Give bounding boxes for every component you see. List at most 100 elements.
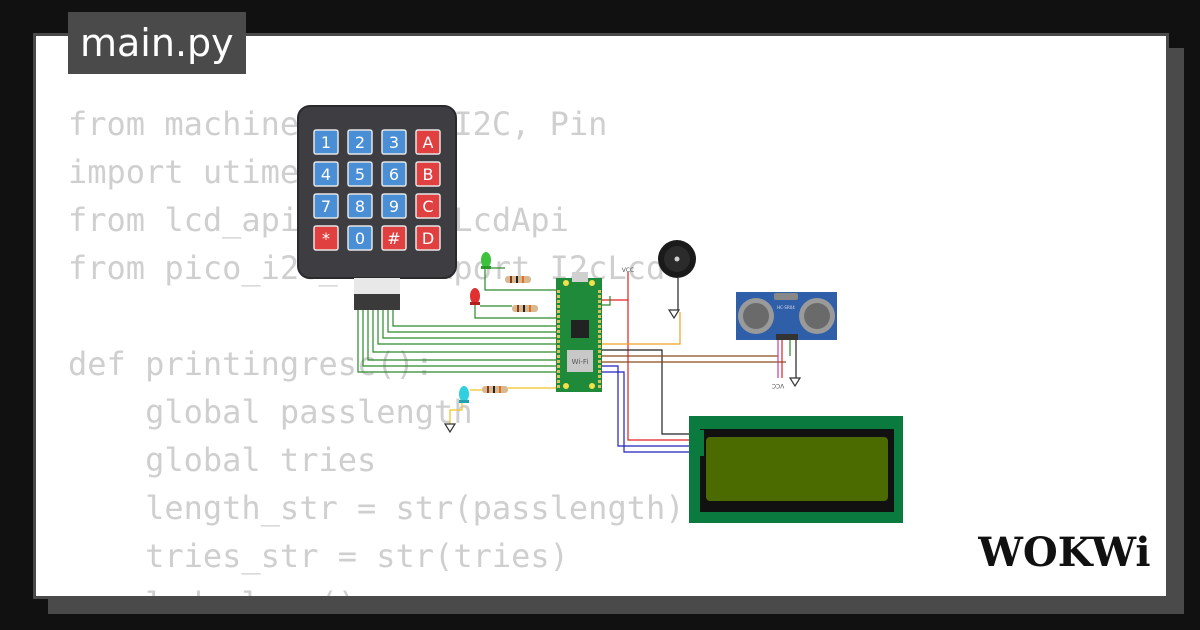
keypad-key-label: 6 (389, 165, 399, 184)
green-led (481, 252, 491, 269)
logo-text: WOKWi (978, 529, 1150, 574)
pin-pad (598, 350, 601, 353)
keypad-key-label: 5 (355, 165, 365, 184)
keypad-key-label: 9 (389, 197, 399, 216)
pin-pad (557, 310, 560, 313)
code-line: global passlength (68, 393, 473, 431)
pin-pad (598, 300, 601, 303)
resistor-3 (482, 386, 508, 393)
code-line: import utime (68, 153, 300, 191)
keypad-key-label: C (422, 197, 433, 216)
pin-pad (557, 315, 560, 318)
pin-pad (598, 305, 601, 308)
ground-symbol (443, 309, 802, 434)
code-line: global tries (68, 441, 377, 479)
keypad-key: A (415, 129, 441, 155)
pin-pad (598, 290, 601, 293)
keypad-key-label: 1 (321, 133, 331, 152)
keypad-key-label: * (322, 229, 330, 248)
resistor-2 (512, 305, 538, 312)
pin-pad (557, 325, 560, 328)
keypad-key: 9 (381, 193, 407, 219)
red-led (470, 288, 480, 305)
pin-pad (598, 375, 601, 378)
buzzer (658, 240, 696, 278)
vcc-label: VCC (622, 267, 634, 274)
keypad-key: 0 (347, 225, 373, 251)
lcd-display (689, 416, 903, 523)
pin-pad (598, 295, 601, 298)
pin-pad (598, 310, 601, 313)
membrane-keypad: 1 2 3 A 4 5 6 B 7 8 9 C * 0 # D (297, 105, 457, 310)
pin-pad (598, 370, 601, 373)
keypad-key-label: # (387, 229, 400, 248)
keypad-key-label: 7 (321, 197, 331, 216)
wifi-label: Wi-Fi (572, 358, 589, 366)
pin-pad (557, 350, 560, 353)
file-tab[interactable]: main.py (68, 12, 246, 74)
pin-pad (557, 320, 560, 323)
wokwi-logo[interactable]: WOKWi (978, 526, 1150, 574)
code-line: tries_str = str(tries) (68, 537, 569, 575)
vcc-label: VCC (772, 382, 784, 389)
pin-pad (557, 380, 560, 383)
keypad-key: 5 (347, 161, 373, 187)
pin-pad (598, 340, 601, 343)
resistor-1 (505, 276, 531, 283)
code-line: lcd.clear() (68, 580, 685, 596)
pin-pad (557, 385, 560, 388)
pin-pad (557, 295, 560, 298)
keypad-key-label: 3 (389, 133, 399, 152)
pin-pad (598, 355, 601, 358)
keypad-key: 8 (347, 193, 373, 219)
pin-pad (598, 385, 601, 388)
pin-pad (557, 375, 560, 378)
keypad-key-label: 2 (355, 133, 365, 152)
pico-w-board: Wi-Fi (556, 272, 602, 392)
keypad-key: D (415, 225, 441, 251)
keypad-key: B (415, 161, 441, 187)
pin-pad (557, 335, 560, 338)
keypad-key: 7 (313, 193, 339, 219)
keypad-key-label: D (422, 229, 434, 248)
file-tab-label: main.py (80, 21, 234, 65)
pin-pad (557, 330, 560, 333)
cyan-led (459, 386, 469, 403)
pin-pad (598, 365, 601, 368)
keypad-key: * (313, 225, 339, 251)
keypad-key-label: 8 (355, 197, 365, 216)
pin-pad (557, 300, 560, 303)
keypad-key: 1 (313, 129, 339, 155)
pin-pad (598, 335, 601, 338)
pin-pad (598, 345, 601, 348)
keypad-key-label: A (423, 133, 434, 152)
pin-pad (557, 305, 560, 308)
pin-pad (557, 360, 560, 363)
keypad-key: C (415, 193, 441, 219)
pin-pad (557, 345, 560, 348)
keypad-key: 6 (381, 161, 407, 187)
pin-pad (598, 315, 601, 318)
keypad-key-label: B (423, 165, 434, 184)
wires (357, 267, 797, 453)
keypad-key: 2 (347, 129, 373, 155)
pin-pad (598, 330, 601, 333)
code-line: length_str = str(passlength) (68, 489, 685, 527)
pin-pad (598, 320, 601, 323)
keypad-key: 4 (313, 161, 339, 187)
pin-pad (598, 380, 601, 383)
pin-pad (557, 355, 560, 358)
pin-pad (557, 340, 560, 343)
pin-pad (557, 365, 560, 368)
pin-pad (598, 325, 601, 328)
keypad-key-label: 4 (321, 165, 331, 184)
keypad-key: 3 (381, 129, 407, 155)
pin-pad (557, 370, 560, 373)
sensor-label: HC-SR04 (777, 305, 795, 310)
keypad-key-label: 0 (355, 229, 365, 248)
pin-pad (598, 360, 601, 363)
pin-pad (557, 290, 560, 293)
ultrasonic-sensor: HC-SR04 (736, 292, 837, 340)
